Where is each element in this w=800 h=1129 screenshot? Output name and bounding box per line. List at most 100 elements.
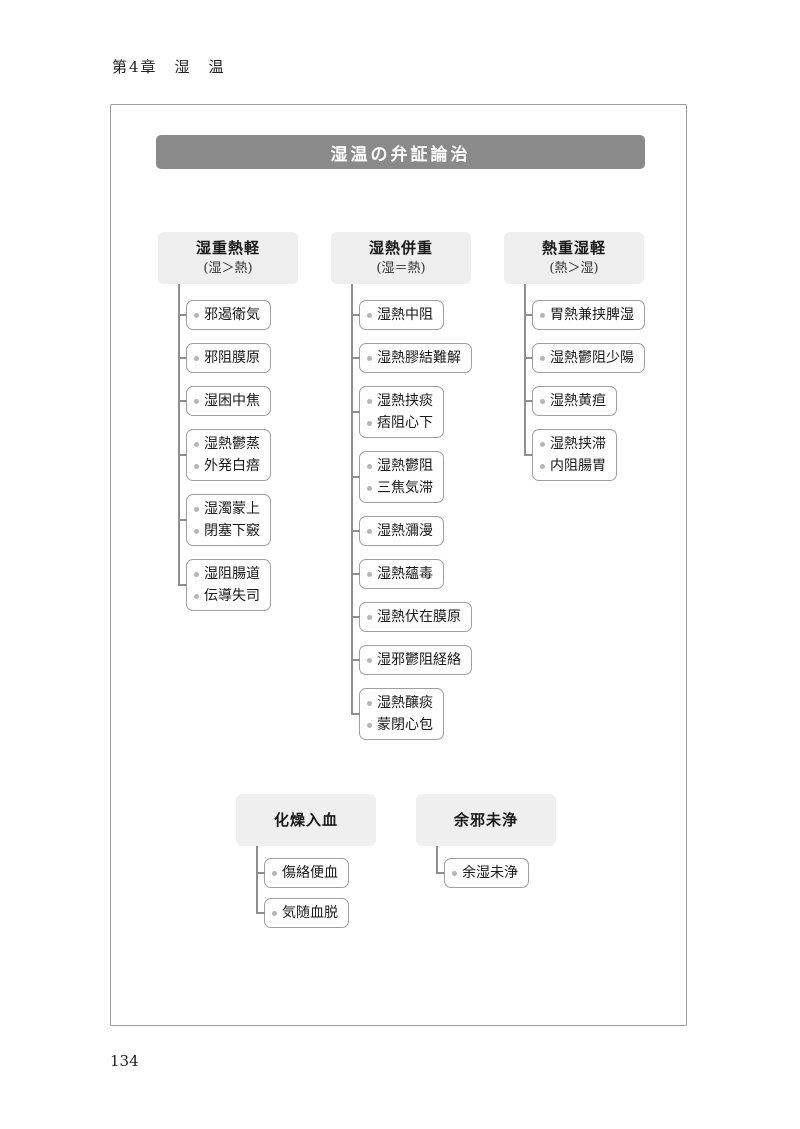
tree-node: 湿阻腸道 伝導失司 <box>178 543 271 611</box>
column-heat-heavier: 熱重湿軽 (熱＞湿) 胃熱兼挟脾湿 湿熱鬱阻少陽 湿熱黄疸 湿熱挟滞 内阻腸胃 <box>504 232 645 494</box>
diagram-frame: 湿温の弁証論治 湿重熱軽 (湿＞熱) 邪遏衛気 邪阻膜原 湿困中焦 湿熱鬱蒸 外… <box>110 104 687 1026</box>
column-damp-heat-equal: 湿熱併重 (湿＝熱) 湿熱中阻 湿熱膠結難解 湿熱挟痰 痞阻心下 湿熱鬱阻 三焦… <box>331 232 472 753</box>
tree-node: 湿熱中阻 <box>351 284 444 330</box>
node-label: 湿熱膠結難解 <box>377 350 461 366</box>
node-label: 湿邪鬱阻経絡 <box>377 652 461 668</box>
tree-node: 湿熱醸痰 蒙閉心包 <box>351 672 444 740</box>
page-number: 134 <box>110 1052 139 1070</box>
bullet-icon <box>367 700 372 706</box>
tree-node: 邪阻膜原 <box>178 327 271 373</box>
bullet-icon <box>194 528 199 534</box>
node-label: 湿熱蘊毒 <box>377 566 433 582</box>
node-label: 閉塞下竅 <box>204 523 260 539</box>
node-label: 胃熱兼挟脾湿 <box>550 307 634 323</box>
column-header-sublabel: (湿＝熱) <box>376 261 426 276</box>
bullet-icon <box>194 593 199 599</box>
node-label: 外発白㾦 <box>204 458 260 474</box>
tree-node: 湿熱瀰漫 <box>351 500 444 546</box>
node-label: 三焦気滞 <box>377 480 433 496</box>
group-header-label: 化燥入血 <box>273 811 338 829</box>
node-label: 伝導失司 <box>204 588 260 604</box>
bullet-icon <box>540 355 545 361</box>
column-header-sublabel: (湿＞熱) <box>203 261 253 276</box>
node-label: 湿熱鬱阻 <box>377 458 433 474</box>
node-label: 湿困中焦 <box>204 393 260 409</box>
node-label: 湿熱黄疸 <box>550 393 606 409</box>
bullet-icon <box>367 398 372 404</box>
column-header: 湿重熱軽 (湿＞熱) <box>158 232 298 284</box>
bullet-icon <box>194 312 199 318</box>
tree-node: 湿熱鬱阻 三焦気滞 <box>351 435 444 503</box>
node-label: 湿熱中阻 <box>377 307 433 323</box>
tree-node: 湿邪鬱阻経絡 <box>351 629 472 675</box>
tree-node: 余湿未浄 <box>436 846 529 888</box>
tree-node: 湿熱伏在膜原 <box>351 586 472 632</box>
chapter-heading: 第4章 湿 温 <box>112 58 226 76</box>
node-label: 痞阻心下 <box>377 415 433 431</box>
node-label: 湿熱瀰漫 <box>377 523 433 539</box>
column-tree: 湿熱中阻 湿熱膠結難解 湿熱挟痰 痞阻心下 湿熱鬱阻 三焦気滞 湿熱瀰漫 湿熱蘊… <box>351 284 472 740</box>
bullet-icon <box>367 657 372 663</box>
diagram-title-bar: 湿温の弁証論治 <box>156 135 645 169</box>
group-header: 化燥入血 <box>236 794 376 846</box>
bullet-icon <box>367 463 372 469</box>
tree-node: 湿熱蘊毒 <box>351 543 444 589</box>
tree-node: 湿熱挟痰 痞阻心下 <box>351 370 444 438</box>
node-label: 蒙閉心包 <box>377 717 433 733</box>
column-tree: 邪遏衛気 邪阻膜原 湿困中焦 湿熱鬱蒸 外発白㾦 湿濁蒙上 閉塞下竅 湿阻腸道 … <box>178 284 271 611</box>
bullet-icon <box>194 463 199 469</box>
bullet-icon <box>367 528 372 534</box>
tree-node: 傷絡便血 <box>256 846 349 888</box>
node-label: 湿熱挟滞 <box>550 436 606 452</box>
node-label: 湿濁蒙上 <box>204 501 260 517</box>
node-label: 気随血脱 <box>282 905 338 921</box>
group-residual-pathogen: 余邪未浄 余湿未浄 <box>416 794 556 898</box>
tree-node: 胃熱兼挟脾湿 <box>524 284 645 330</box>
bullet-icon <box>367 614 372 620</box>
node-label: 湿熱挟痰 <box>377 393 433 409</box>
group-transform-dryness-blood: 化燥入血 傷絡便血 気随血脱 <box>236 794 376 938</box>
node-label: 湿熱鬱蒸 <box>204 436 260 452</box>
column-tree: 胃熱兼挟脾湿 湿熱鬱阻少陽 湿熱黄疸 湿熱挟滞 内阻腸胃 <box>524 284 645 481</box>
bullet-icon <box>367 722 372 728</box>
node-label: 余湿未浄 <box>462 865 518 881</box>
bullet-icon <box>272 910 277 916</box>
bullet-icon <box>540 441 545 447</box>
node-label: 邪阻膜原 <box>204 350 260 366</box>
column-header-sublabel: (熱＞湿) <box>549 261 599 276</box>
bullet-icon <box>367 420 372 426</box>
bullet-icon <box>367 485 372 491</box>
tree-node: 湿熱挟滞 内阻腸胃 <box>524 413 617 481</box>
tree-node: 邪遏衛気 <box>178 284 271 330</box>
bullet-icon <box>272 870 277 876</box>
column-header-label: 湿重熱軽 <box>195 239 260 257</box>
bullet-icon <box>194 441 199 447</box>
node-label: 湿熱伏在膜原 <box>377 609 461 625</box>
bullet-icon <box>194 571 199 577</box>
tree-node: 気随血脱 <box>256 886 349 928</box>
column-header-label: 湿熱併重 <box>368 239 433 257</box>
node-label: 内阻腸胃 <box>550 458 606 474</box>
tree-node: 湿熱鬱阻少陽 <box>524 327 645 373</box>
bullet-icon <box>194 398 199 404</box>
tree-node: 湿濁蒙上 閉塞下竅 <box>178 478 271 546</box>
group-tree: 傷絡便血 気随血脱 <box>256 846 349 928</box>
group-header-label: 余邪未浄 <box>453 811 518 829</box>
column-header: 熱重湿軽 (熱＞湿) <box>504 232 644 284</box>
column-damp-heavier: 湿重熱軽 (湿＞熱) 邪遏衛気 邪阻膜原 湿困中焦 湿熱鬱蒸 外発白㾦 湿濁蒙上… <box>158 232 298 624</box>
group-header: 余邪未浄 <box>416 794 556 846</box>
tree-node: 湿困中焦 <box>178 370 271 416</box>
node-label: 傷絡便血 <box>282 865 338 881</box>
bullet-icon <box>540 398 545 404</box>
bullet-icon <box>367 312 372 318</box>
bullet-icon <box>540 463 545 469</box>
bullet-icon <box>194 506 199 512</box>
node-label: 湿熱醸痰 <box>377 695 433 711</box>
tree-node: 湿熱鬱蒸 外発白㾦 <box>178 413 271 481</box>
tree-node: 湿熱黄疸 <box>524 370 617 416</box>
bullet-icon <box>367 355 372 361</box>
bullet-icon <box>452 870 457 876</box>
bullet-icon <box>540 312 545 318</box>
bullet-icon <box>194 355 199 361</box>
column-header: 湿熱併重 (湿＝熱) <box>331 232 471 284</box>
